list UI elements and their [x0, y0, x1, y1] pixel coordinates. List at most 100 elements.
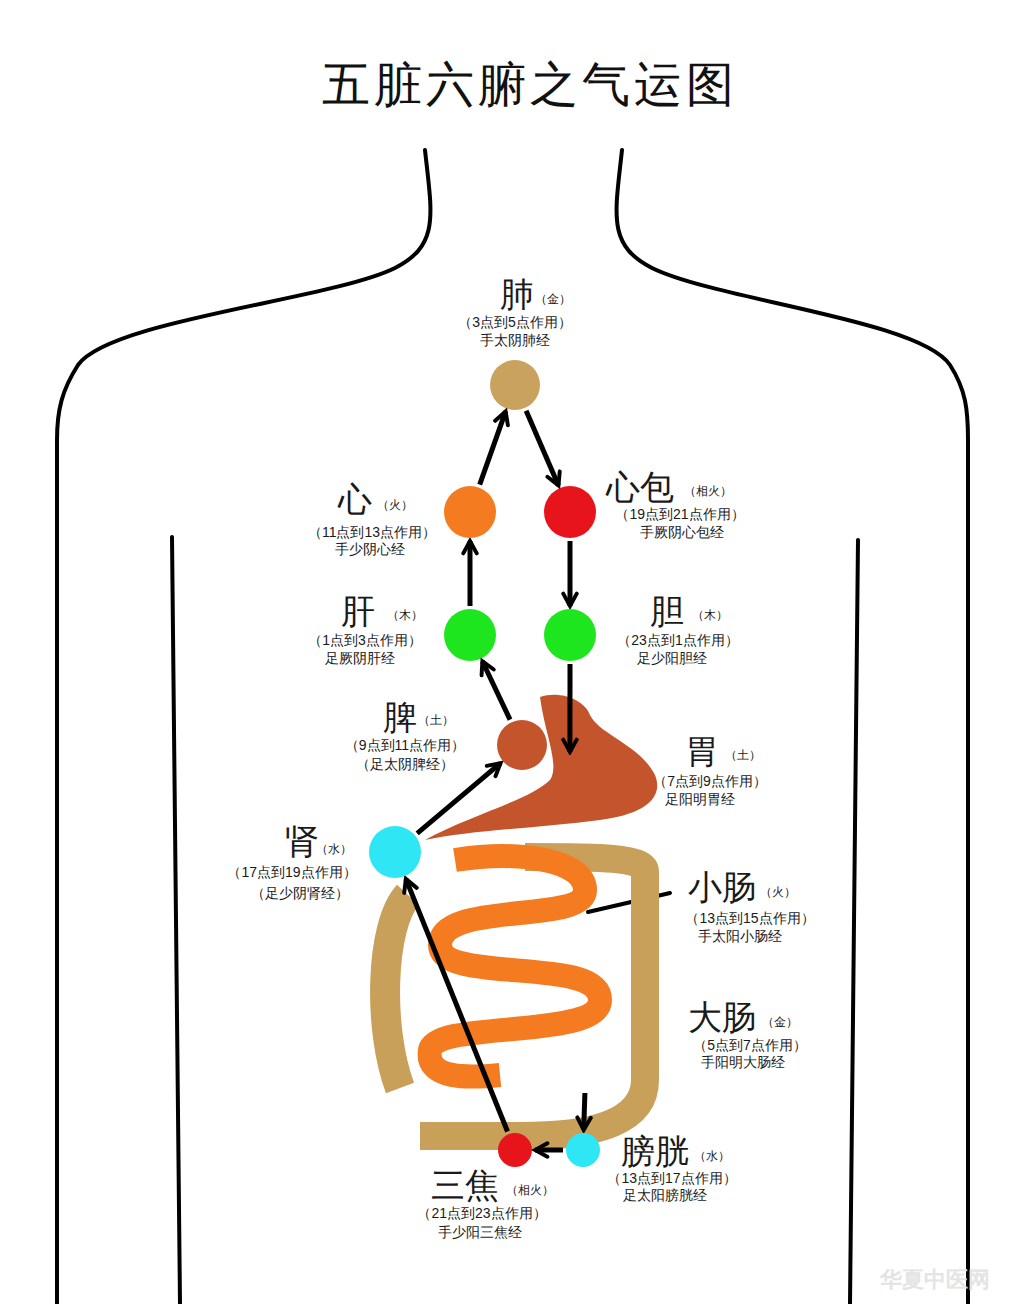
organ-name: 心包 [606, 471, 674, 505]
organ-graphic [498, 1133, 532, 1167]
organ-name: 心 [338, 483, 372, 517]
element-tag: （水） [694, 1150, 730, 1162]
organ-graphic [444, 609, 496, 661]
flow-arrow [468, 541, 473, 606]
time-range: （1点到3点作用） [308, 633, 422, 647]
diagram-title: 五脏六腑之气运图 [322, 53, 738, 117]
time-range: （7点到9点作用） [653, 774, 767, 788]
element-tag: （土） [725, 749, 761, 761]
organ-graphic [490, 360, 540, 410]
element-tag: （火） [760, 886, 796, 898]
organ-circle: 胆（木）（23点到1点作用）足少阳胆经 [544, 609, 596, 661]
flow-arrow [406, 879, 508, 1132]
organ-circle-fill [544, 609, 596, 661]
time-range: （13点到15点作用） [685, 911, 814, 925]
meridian-name: （足太阴脾经） [356, 757, 454, 771]
organ-name: 小肠 [688, 871, 756, 905]
meridian-name: 足少阳胆经 [637, 651, 707, 665]
right-arm-inner-line [850, 540, 858, 1304]
element-tag: （木） [692, 609, 728, 621]
organ-circle-fill [369, 826, 421, 878]
organ-circle: 脾（土）（9点到11点作用）（足太阴脾经） [497, 720, 547, 770]
flow-arrow [535, 1148, 563, 1153]
organ-name: 肝 [341, 595, 375, 629]
time-range: （5点到7点作用） [693, 1038, 807, 1052]
element-tag: （相火） [684, 485, 732, 497]
time-range: （17点到19点作用） [227, 865, 356, 879]
flow-arrow [480, 411, 506, 484]
organ-circle-fill [490, 360, 540, 410]
organ-name: 大肠 [688, 1001, 756, 1035]
time-range: （3点到5点作用） [458, 315, 572, 329]
element-tag: （水） [316, 843, 352, 855]
organ-circle: 三焦（相火）（21点到23点作用）手少阳三焦经 [498, 1133, 532, 1167]
flow-arrow [482, 661, 510, 719]
left-shoulder-line [57, 150, 430, 1304]
meridian-name: 手阳明大肠经 [701, 1055, 785, 1069]
element-tag: （金） [535, 293, 571, 305]
element-tag: （金） [762, 1016, 798, 1028]
right-shoulder-line [617, 150, 968, 1304]
meridian-name: 足厥阴肝经 [325, 651, 395, 665]
organ-shape: 大肠（金）（5点到7点作用）手阳明大肠经 [365, 840, 670, 1150]
meridian-name: 手少阴心经 [335, 542, 405, 556]
organ-circle-fill [498, 1133, 532, 1167]
organ-circle: 膀胱（水）（13点到17点作用）足太阳膀胱经 [566, 1133, 600, 1167]
organ-graphic [497, 720, 547, 770]
organ-name: 膀胱 [621, 1135, 689, 1169]
large-intestine-shape [420, 857, 645, 1136]
large-intestine-shape [385, 895, 408, 1088]
organ-shape: 小肠（火）（13点到15点作用）手太阳小肠经 [405, 845, 620, 1090]
organ-name: 肾 [285, 825, 319, 859]
time-range: （11点到13点作用） [308, 525, 436, 539]
meridian-name: 手太阳小肠经 [698, 929, 782, 943]
time-range: （21点到23点作用） [417, 1206, 546, 1220]
organ-circle: 肺（金）（3点到5点作用）手太阴肺经 [490, 360, 540, 410]
left-arm-inner-line [172, 537, 180, 1304]
time-range: （13点到17点作用） [607, 1171, 736, 1185]
element-tag: （相火） [506, 1184, 554, 1196]
flow-arrow [567, 664, 572, 752]
organ-graphic [365, 840, 670, 1150]
element-tag: （火） [377, 499, 413, 511]
organ-name: 三焦 [431, 1169, 499, 1203]
organ-name: 肺 [500, 278, 534, 312]
organ-circle: 肾（水）（17点到19点作用）（足少阴肾经） [369, 826, 421, 878]
organ-circle: 肝（木）（1点到3点作用）足厥阴肝经 [444, 609, 496, 661]
organ-shape: 胃（土）（7点到9点作用）足阳明胃经 [420, 690, 665, 845]
stomach-shape [425, 695, 657, 840]
organ-name: 胆 [650, 595, 684, 629]
meridian-name: 足阳明胃经 [665, 792, 735, 806]
organ-graphic [369, 826, 421, 878]
meridian-name: 足太阳膀胱经 [623, 1188, 707, 1202]
element-tag: （木） [387, 609, 423, 621]
flow-arrow [584, 1093, 585, 1130]
organ-circle-fill [444, 609, 496, 661]
time-range: （19点到21点作用） [615, 507, 744, 521]
meridian-name: 手太阴肺经 [480, 333, 550, 347]
small-intestine-shape [430, 856, 600, 1076]
organ-graphic [544, 609, 596, 661]
meridian-name: 手厥阴心包经 [640, 525, 724, 539]
meridian-name: 手少阳三焦经 [438, 1225, 522, 1239]
organ-circle: 心（火）（11点到13点作用）手少阴心经 [444, 486, 496, 538]
organ-circle-fill [497, 720, 547, 770]
time-range: （9点到11点作用） [345, 738, 465, 752]
organ-circle-fill [566, 1133, 600, 1167]
organ-graphic [544, 486, 596, 538]
organ-circle-fill [444, 486, 496, 538]
organ-graphic [405, 845, 620, 1090]
organ-name: 胃 [685, 735, 719, 769]
organ-graphic [420, 690, 665, 845]
organ-circle-fill [544, 486, 596, 538]
flow-arrow [526, 411, 558, 486]
flow-arrow [568, 541, 573, 606]
element-tag: （土） [418, 714, 454, 726]
organ-graphic [444, 486, 496, 538]
watermark: 华夏中医网 [880, 1265, 990, 1295]
time-range: （23点到1点作用） [617, 633, 738, 647]
organ-name: 脾 [383, 701, 417, 735]
